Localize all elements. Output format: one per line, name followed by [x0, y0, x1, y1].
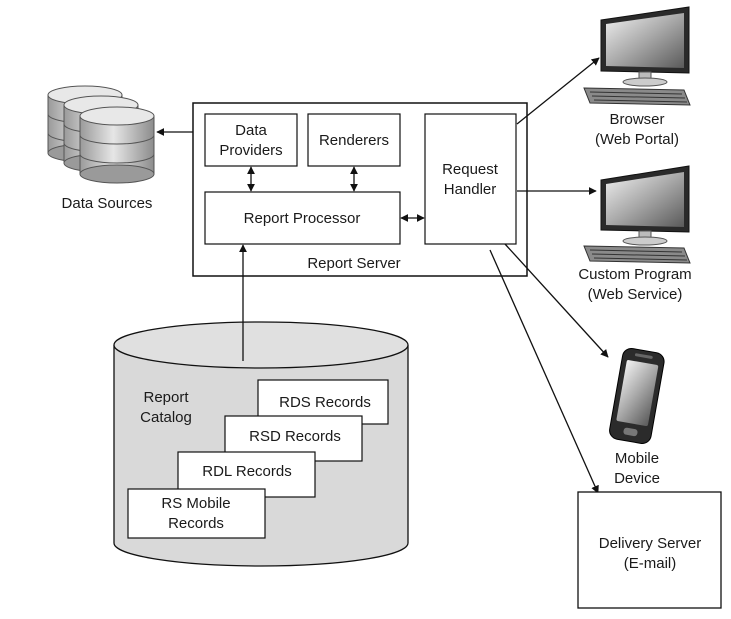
renderers-label: Renderers [319, 132, 389, 149]
delivery-server-label-line1: Delivery Server [599, 535, 702, 552]
data-providers-label-line1: Data [235, 122, 267, 139]
data-providers-box [204, 113, 298, 167]
rdl-records-label: RDL Records [202, 463, 291, 480]
desktop-computer-icon [583, 6, 691, 106]
report-processor-box [204, 191, 401, 245]
request-handler-box [424, 113, 517, 245]
report-catalog-label-line1: Report [143, 389, 189, 406]
custom-program-label-line2: (Web Service) [588, 286, 683, 303]
custom-program-label-line1: Custom Program [578, 266, 691, 283]
data-sources-label: Data Sources [62, 195, 153, 212]
rsd-records-label: RSD Records [249, 428, 341, 445]
request-handler-label-line2: Handler [444, 181, 497, 198]
delivery-server-box [577, 491, 722, 609]
smartphone-icon [609, 347, 665, 445]
report-server-label: Report Server [307, 255, 400, 272]
report-catalog-label-line2: Catalog [140, 409, 192, 426]
rds-records-label: RDS Records [279, 394, 371, 411]
data-providers-label-line2: Providers [219, 142, 282, 159]
rs-mobile-records-label-line2: Records [168, 515, 224, 532]
desktop-computer-icon [583, 165, 691, 264]
delivery-server-label-line2: (E-mail) [624, 555, 677, 572]
handler-delivery-arrow [489, 249, 599, 494]
handler-browser-arrow [516, 57, 600, 125]
rs-mobile-records-label-line1: RS Mobile [161, 495, 230, 512]
database-stack-icon [47, 85, 155, 184]
browser-label-line1: Browser [609, 111, 664, 128]
mobile-device-label-line1: Mobile [615, 450, 659, 467]
request-handler-label-line1: Request [442, 161, 499, 178]
browser-label-line2: (Web Portal) [595, 131, 679, 148]
mobile-device-label-line2: Device [614, 470, 660, 487]
report-processor-label: Report Processor [244, 210, 361, 227]
renderers-box [307, 113, 401, 167]
handler-mobile-arrow [504, 243, 609, 358]
rs-mobile-records-card: RS Mobile Records [127, 488, 266, 539]
